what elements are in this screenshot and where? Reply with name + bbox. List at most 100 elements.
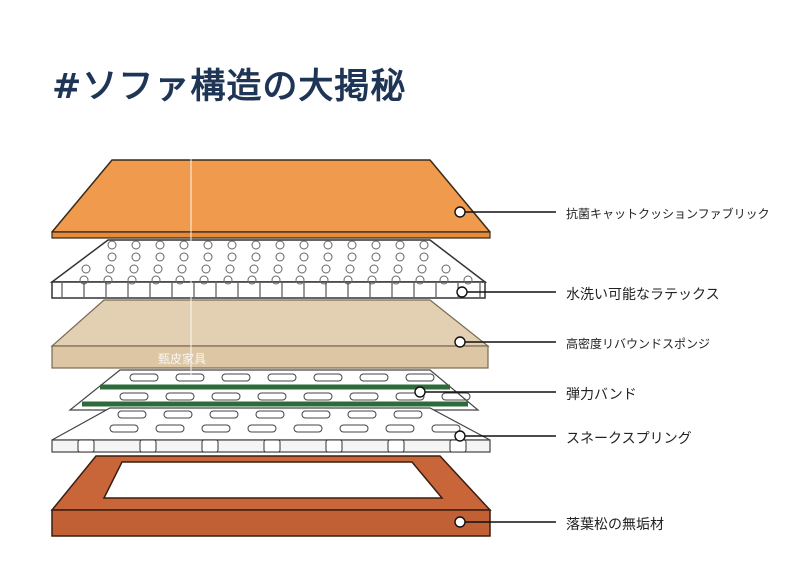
latex-hole bbox=[463, 275, 473, 285]
spring-clip bbox=[387, 439, 405, 453]
snake-spring-coil bbox=[301, 410, 331, 419]
watermark-text: 甄皮家具 bbox=[158, 352, 207, 366]
snake-spring-coil bbox=[163, 410, 193, 419]
band-springs bbox=[119, 373, 471, 401]
spring-clip bbox=[139, 439, 157, 453]
band-spring-coil bbox=[405, 373, 435, 382]
layer-elastic-band bbox=[68, 369, 480, 411]
band-spring-coil bbox=[303, 392, 333, 401]
snake-spring-coil bbox=[347, 410, 377, 419]
band-spring-coil bbox=[257, 392, 287, 401]
spring-clip bbox=[449, 439, 467, 453]
latex-hole bbox=[371, 240, 381, 250]
latex-hole bbox=[371, 252, 381, 262]
latex-holes bbox=[79, 240, 473, 285]
page-title: #ソファ構造の大掲秘 bbox=[52, 67, 407, 107]
spring-clip bbox=[263, 439, 281, 453]
latex-hole bbox=[131, 240, 141, 250]
latex-hole bbox=[179, 240, 189, 250]
latex-hole bbox=[107, 240, 117, 250]
latex-hole bbox=[347, 240, 357, 250]
latex-hole bbox=[417, 264, 427, 274]
latex-hole bbox=[347, 252, 357, 262]
latex-hole bbox=[299, 252, 309, 262]
snake-spring-coil bbox=[247, 424, 277, 433]
latex-hole bbox=[295, 275, 305, 285]
band-spring-coil bbox=[441, 392, 471, 401]
label-latex: 水洗い可能なラテックス bbox=[566, 287, 720, 303]
latex-hole bbox=[369, 264, 379, 274]
latex-hole bbox=[367, 275, 377, 285]
label-snake-spring: スネークスプリング bbox=[566, 431, 692, 447]
latex-hole bbox=[155, 252, 165, 262]
latex-hole bbox=[151, 275, 161, 285]
snake-spring-coil bbox=[209, 410, 239, 419]
snake-spring-coil bbox=[339, 424, 369, 433]
latex-hole bbox=[323, 252, 333, 262]
snake-spring-coil bbox=[155, 424, 185, 433]
latex-hole bbox=[297, 264, 307, 274]
snake-spring-coil bbox=[109, 424, 139, 433]
latex-hole bbox=[393, 264, 403, 274]
spring-clip bbox=[201, 439, 219, 453]
band-spring-coil bbox=[175, 373, 205, 382]
latex-hole bbox=[177, 264, 187, 274]
latex-hole bbox=[155, 240, 165, 250]
band-spring-coil bbox=[267, 373, 297, 382]
band-spring-coil bbox=[165, 392, 195, 401]
latex-hole bbox=[441, 264, 451, 274]
leader-lines bbox=[420, 211, 556, 523]
latex-hole bbox=[275, 240, 285, 250]
latex-hole bbox=[103, 275, 113, 285]
latex-hole bbox=[251, 240, 261, 250]
latex-hole bbox=[223, 275, 233, 285]
snake-spring-coil bbox=[117, 410, 147, 419]
band-spring-coil bbox=[221, 373, 251, 382]
latex-hole bbox=[251, 252, 261, 262]
snake-spring-coil bbox=[293, 424, 323, 433]
latex-hole bbox=[271, 275, 281, 285]
latex-hole bbox=[247, 275, 257, 285]
latex-hole bbox=[203, 252, 213, 262]
label-wood-frame: 落葉松の無垢材 bbox=[566, 517, 664, 533]
snake-spring-coil bbox=[201, 424, 231, 433]
latex-hole bbox=[201, 264, 211, 274]
latex-hole bbox=[153, 264, 163, 274]
layer-sponge bbox=[50, 299, 490, 369]
snake-clips bbox=[77, 439, 467, 453]
latex-hole bbox=[415, 275, 425, 285]
latex-hole bbox=[107, 252, 117, 262]
latex-hole bbox=[105, 264, 115, 274]
latex-hole bbox=[249, 264, 259, 274]
band-spring-coil bbox=[349, 392, 379, 401]
latex-hole bbox=[129, 264, 139, 274]
spring-clip bbox=[77, 439, 95, 453]
layer-wood-frame bbox=[50, 455, 492, 537]
layer-snake-spring bbox=[51, 407, 491, 453]
band-spring-coil bbox=[359, 373, 389, 382]
band-spring-coil bbox=[395, 392, 425, 401]
latex-hole bbox=[127, 275, 137, 285]
latex-hole bbox=[273, 264, 283, 274]
label-sponge: 高密度リバウンドスポンジ bbox=[566, 337, 711, 351]
latex-hole bbox=[81, 264, 91, 274]
latex-hole bbox=[131, 252, 141, 262]
label-elastic-band: 弾力バンド bbox=[566, 387, 637, 403]
latex-hole bbox=[323, 240, 333, 250]
layer-latex bbox=[49, 239, 488, 299]
latex-hole bbox=[227, 252, 237, 262]
band-spring-coil bbox=[129, 373, 159, 382]
latex-hole bbox=[439, 275, 449, 285]
leader-dots bbox=[414, 206, 468, 528]
layer-fabric bbox=[51, 159, 491, 239]
band-spring-coil bbox=[119, 392, 149, 401]
snake-spring-coil bbox=[255, 410, 285, 419]
latex-hole bbox=[395, 240, 405, 250]
snake-springs bbox=[109, 410, 461, 433]
latex-hole bbox=[179, 252, 189, 262]
latex-hole bbox=[345, 264, 355, 274]
band-spring-coil bbox=[211, 392, 241, 401]
latex-hole bbox=[319, 275, 329, 285]
latex-hole bbox=[225, 264, 235, 274]
latex-hole bbox=[419, 252, 429, 262]
